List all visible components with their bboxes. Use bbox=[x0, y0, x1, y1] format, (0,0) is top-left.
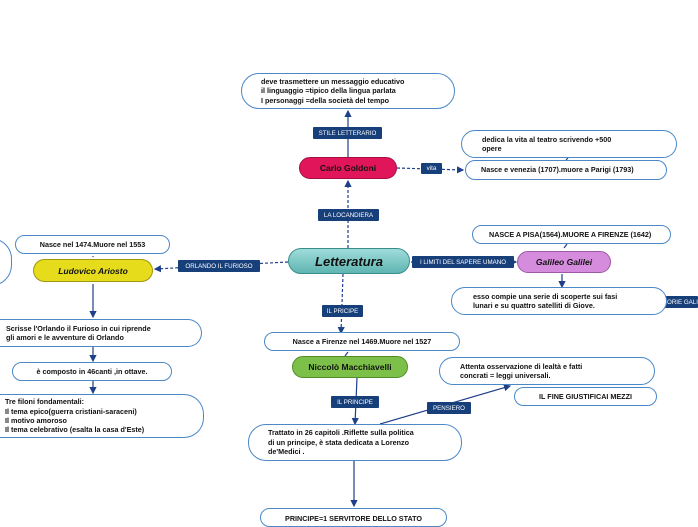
note-orlando: Scrisse l'Orlando il Furioso in cui ripr… bbox=[0, 319, 202, 347]
note-fine-mezzi: IL FINE GIUSTIFICAI MEZZI bbox=[514, 387, 657, 406]
central-node-label: Letteratura bbox=[315, 253, 383, 269]
tag-pensiero: PENSIERO bbox=[427, 402, 471, 414]
note-venezia-parigi: Nasce e venezia (1707).muore a Parigi (1… bbox=[465, 160, 667, 180]
author-node-galilei[interactable]: Galileo Galilei bbox=[517, 251, 611, 273]
tag-stile-letterario: STILE LETTERARIO bbox=[313, 127, 382, 139]
note-ariosto-nasce: Nasce nel 1474.Muore nel 1553 bbox=[15, 235, 170, 254]
tag-orlando-il-furioso: ORLANDO IL FURIOSO bbox=[178, 260, 260, 272]
note-trattato: Trattato in 26 capitoli .Riflette sulla … bbox=[248, 424, 462, 461]
note-attenta-osservazione: Attenta osservazione di lealtà e fatti c… bbox=[439, 357, 655, 385]
author-label-goldoni: Carlo Goldoni bbox=[319, 163, 377, 173]
author-node-ariosto[interactable]: Ludovico Ariosto bbox=[33, 259, 153, 282]
tag-il-principe: IL PRINCIPE bbox=[331, 396, 379, 408]
tag-vita: vita bbox=[421, 163, 442, 174]
tag-limiti-sapere-umano: I LIMITI DEL SAPERE UMANO bbox=[412, 256, 514, 268]
author-label-ariosto: Ludovico Ariosto bbox=[58, 265, 128, 276]
note-scoperte: esso compie una serie di scoperte sui fa… bbox=[451, 287, 667, 315]
note-canti: è composto in 46canti ,in ottave. bbox=[12, 362, 172, 381]
tag-la-locandiera: LA LOCANDIERA bbox=[318, 209, 379, 221]
author-node-goldoni[interactable]: Carlo Goldoni bbox=[299, 157, 397, 179]
note-teatro: dedica la vita al teatro scrivendo +500 … bbox=[461, 130, 677, 158]
tag-galilei-cut: ORIE GALI bbox=[664, 296, 698, 308]
note-principe-servitore: PRINCIPE=1 SERVITORE DELLO STATO bbox=[260, 508, 447, 527]
author-label-galilei: Galileo Galilei bbox=[535, 257, 593, 267]
author-label-machiavelli: Niccolò Macchiavelli bbox=[308, 362, 392, 372]
note-filoni: Tre filoni fondamentali: Il tema epico(g… bbox=[0, 394, 204, 438]
author-node-machiavelli[interactable]: Niccolò Macchiavelli bbox=[292, 356, 408, 378]
note-stile-letterario: deve trasmettere un messaggio educativo … bbox=[241, 73, 455, 109]
note-machiavelli-nasce: Nasce a Firenze nel 1469.Muore nel 1527 bbox=[264, 332, 460, 351]
central-node-letteratura[interactable]: Letteratura bbox=[288, 248, 410, 274]
note-pisa-firenze: NASCE A PISA(1564).MUORE A FIRENZE (1642… bbox=[472, 225, 671, 244]
tag-il-pricipe: IL PRICIPE bbox=[322, 305, 363, 317]
